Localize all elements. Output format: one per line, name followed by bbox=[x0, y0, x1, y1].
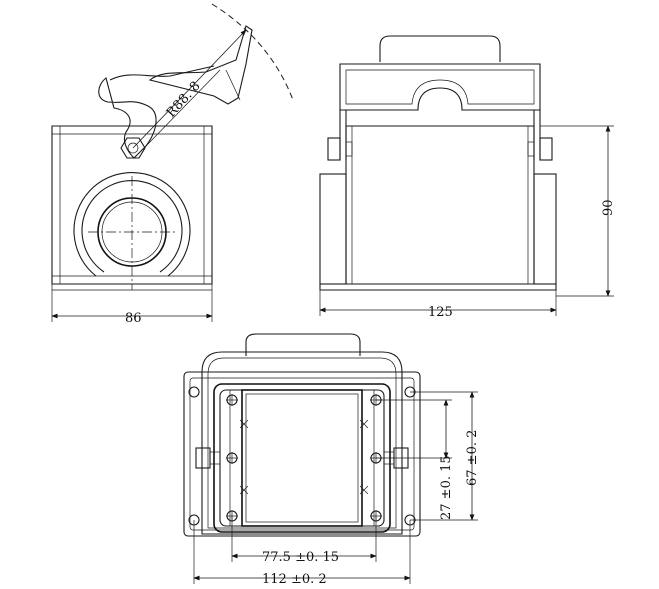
side-view: R88. 8 86 bbox=[51, 3, 294, 326]
top-handle bbox=[245, 333, 361, 356]
top-housing bbox=[213, 383, 391, 533]
flange-hole-tl bbox=[188, 386, 200, 398]
side-pivot-nut bbox=[120, 137, 146, 159]
dim-front-height: 90 bbox=[601, 199, 616, 216]
dim-overall-x: 112 ±0. 2 bbox=[262, 572, 327, 587]
top-view: 77.5 ±0. 15 112 ±0. 2 27 ±0. 15 67 ±0. 2 bbox=[183, 333, 480, 587]
top-lever-frame bbox=[201, 351, 403, 535]
top-screw-tl bbox=[226, 394, 238, 406]
front-handle bbox=[379, 35, 501, 62]
front-flange-right bbox=[533, 173, 557, 285]
dim-hole-spacing-y: 27 ±0. 15 bbox=[439, 455, 454, 520]
front-flange-left bbox=[319, 173, 347, 285]
top-base-flange bbox=[183, 371, 421, 537]
top-screw-ml bbox=[226, 452, 238, 464]
dim-hole-spacing-x: 77.5 ±0. 15 bbox=[262, 550, 339, 565]
front-housing-outline bbox=[345, 125, 535, 285]
lever-swing-arc bbox=[211, 3, 294, 101]
top-window bbox=[241, 389, 363, 527]
side-housing-outline bbox=[51, 125, 213, 285]
dim-side-width: 86 bbox=[125, 311, 142, 326]
front-view: 90 125 bbox=[319, 35, 616, 320]
side-entry-ring bbox=[73, 171, 191, 277]
side-lever bbox=[98, 77, 157, 159]
dim-front-width: 125 bbox=[428, 305, 453, 320]
front-lever-bar bbox=[339, 63, 541, 111]
front-screw-right bbox=[539, 137, 553, 161]
dim-overall-y: 67 ±0. 2 bbox=[465, 430, 480, 486]
front-screw-left bbox=[327, 137, 341, 161]
